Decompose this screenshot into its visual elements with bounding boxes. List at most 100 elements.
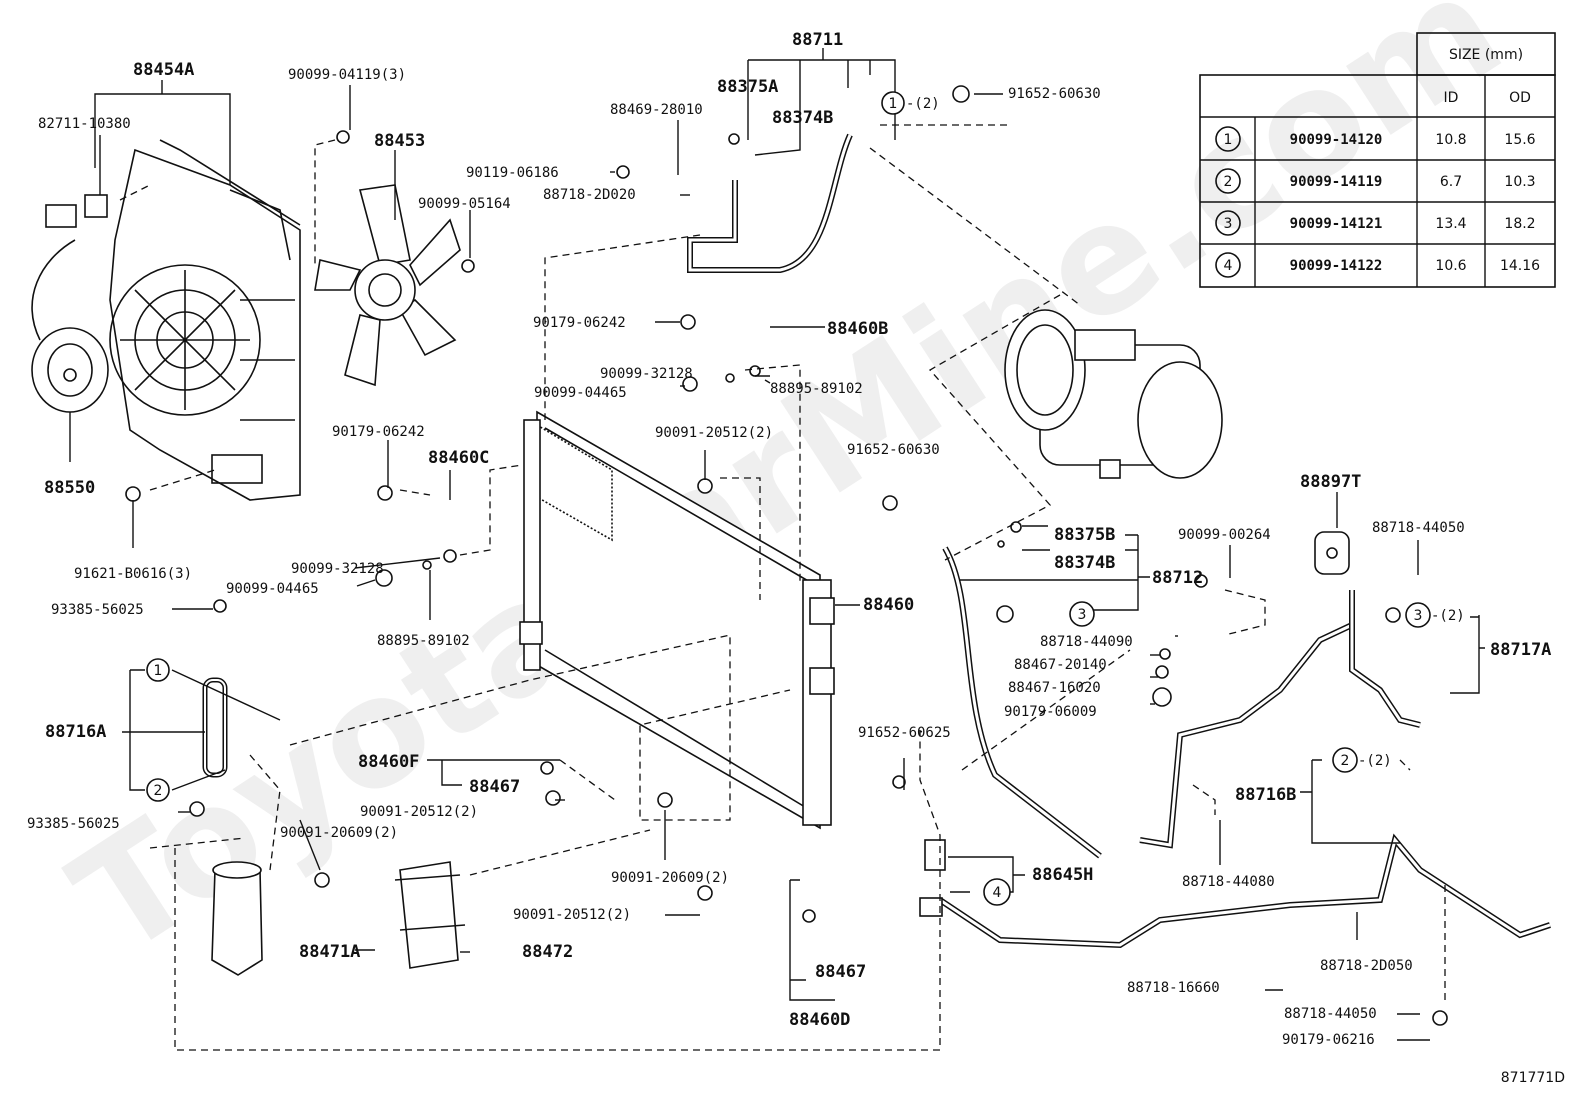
label-90179-06009: 90179-06009 — [1004, 704, 1097, 720]
label-88645H: 88645H — [1032, 865, 1093, 885]
row-ref: 3 — [1224, 216, 1233, 232]
size-table-row: 1 90099-14120 10.8 15.6 — [1215, 126, 1536, 152]
svg-text:3: 3 — [1414, 608, 1423, 624]
pipe-88717A — [1349, 600, 1421, 728]
label-88460: 88460 — [863, 595, 914, 615]
label-88467: 88467 — [469, 777, 520, 797]
svg-text:2: 2 — [1341, 753, 1350, 769]
label-90099-04119: 90099-04119(3) — [288, 67, 406, 83]
connector-82711-10380 — [45, 194, 108, 228]
label-88718-16660: 88718-16660 — [1127, 980, 1220, 996]
callout-qty: -(2) — [906, 96, 940, 112]
label-91652-60630: 91652-60630 — [1008, 86, 1101, 102]
label-88471A: 88471A — [299, 942, 360, 962]
label-88895-89102: 88895-89102 — [770, 381, 863, 397]
size-table-header-id: ID — [1444, 90, 1459, 106]
hose-88716A — [202, 677, 228, 778]
size-table-header-od: OD — [1509, 90, 1531, 106]
row-part: 90099-14121 — [1290, 216, 1383, 232]
svg-text:4: 4 — [993, 885, 1002, 901]
label-93385-56025: 93385-56025 — [51, 602, 144, 618]
pressure-switch-88645H — [919, 839, 946, 917]
size-table-row: 4 90099-14122 10.6 14.16 — [1215, 252, 1540, 278]
label-93385-56025: 93385-56025 — [27, 816, 120, 832]
callout-1-left: 1 — [146, 658, 170, 682]
label-90091-20512: 90091-20512(2) — [360, 804, 478, 820]
hose-88711 — [687, 133, 853, 273]
label-88374B: 88374B — [772, 108, 833, 128]
label-88460C: 88460C — [428, 448, 489, 468]
label-90099-32128: 90099-32128 — [291, 561, 384, 577]
label-88375B: 88375B — [1054, 525, 1115, 545]
hose-88712 — [942, 546, 1102, 859]
label-88472: 88472 — [522, 942, 573, 962]
label-88716B: 88716B — [1235, 785, 1296, 805]
label-88718-2D050: 88718-2D050 — [1320, 958, 1413, 974]
label-90099-04465: 90099-04465 — [226, 581, 319, 597]
row-part: 90099-14122 — [1290, 258, 1383, 274]
label-90179-06216: 90179-06216 — [1282, 1032, 1375, 1048]
label-90179-06242: 90179-06242 — [533, 315, 626, 331]
label-88711: 88711 — [792, 30, 843, 50]
label-88895-89102: 88895-89102 — [377, 633, 470, 649]
callout-1-top: 1 -(2) — [881, 91, 940, 115]
fan-shroud-88454A — [109, 139, 301, 501]
callout-2-88716B: 2 -(2) — [1332, 747, 1392, 773]
callout-4: 4 — [983, 878, 1011, 906]
row-od: 15.6 — [1504, 132, 1535, 148]
callout-qty: -(2) — [1358, 753, 1392, 769]
condenser-88460 — [519, 410, 835, 830]
row-id: 13.4 — [1435, 216, 1466, 232]
row-id: 10.8 — [1435, 132, 1466, 148]
svg-text:2: 2 — [154, 783, 163, 799]
callout-3-88717A: 3 -(2) — [1385, 602, 1465, 628]
label-90099-05164: 90099-05164 — [418, 196, 511, 212]
label-88550: 88550 — [44, 478, 95, 498]
part-labels: 88454A 82711-10380 88550 91621-B0616(3) … — [27, 30, 1565, 1086]
label-91652-60625: 91652-60625 — [858, 725, 951, 741]
receiver-dryer-88471A — [211, 861, 263, 976]
fan-motor-88550 — [31, 239, 109, 413]
label-88454A: 88454A — [133, 60, 194, 80]
label-88460B: 88460B — [827, 319, 888, 339]
size-table-row: 3 90099-14121 13.4 18.2 — [1215, 210, 1536, 236]
label-88897T: 88897T — [1300, 472, 1361, 492]
size-table-title: SIZE (mm) — [1449, 47, 1523, 63]
label-91652-60630: 91652-60630 — [847, 442, 940, 458]
dashed-leaders — [119, 124, 1446, 1051]
label-90091-20512: 90091-20512(2) — [655, 425, 773, 441]
label-88374B: 88374B — [1054, 553, 1115, 573]
row-id: 10.6 — [1435, 258, 1466, 274]
row-id: 6.7 — [1440, 174, 1462, 190]
svg-text:1: 1 — [154, 663, 163, 679]
row-od: 18.2 — [1504, 216, 1535, 232]
bracket-88472 — [394, 861, 466, 969]
label-82711-10380: 82711-10380 — [38, 116, 131, 132]
label-88716A: 88716A — [45, 722, 106, 742]
label-90091-20609: 90091-20609(2) — [611, 870, 729, 886]
cushion-88897T — [1314, 531, 1350, 575]
bolt-icon — [125, 85, 1448, 1026]
label-90099-00264: 90099-00264 — [1178, 527, 1271, 543]
label-88712: 88712 — [1152, 568, 1203, 588]
label-90091-20609: 90091-20609(2) — [280, 825, 398, 841]
size-table-row: 2 90099-14119 6.7 10.3 — [1215, 168, 1536, 194]
label-88467-16020: 88467-16020 — [1008, 680, 1101, 696]
label-88718-44050: 88718-44050 — [1284, 1006, 1377, 1022]
label-88460D: 88460D — [789, 1010, 850, 1030]
compressor — [1004, 309, 1223, 479]
label-90099-32128: 90099-32128 — [600, 366, 693, 382]
row-part: 90099-14119 — [1290, 174, 1383, 190]
label-88375A: 88375A — [717, 77, 778, 97]
label-88467: 88467 — [815, 962, 866, 982]
label-88460F: 88460F — [358, 752, 419, 772]
label-91621-B0616: 91621-B0616(3) — [74, 566, 192, 582]
callout-3-88712: 3 — [996, 601, 1095, 627]
fan-blade-88453 — [314, 184, 461, 387]
label-88718-44080: 88718-44080 — [1182, 874, 1275, 890]
callout-2-left: 2 — [146, 778, 170, 802]
diagram-id: 871771D — [1501, 1070, 1565, 1086]
label-88717A: 88717A — [1490, 640, 1551, 660]
row-part: 90099-14120 — [1290, 132, 1383, 148]
